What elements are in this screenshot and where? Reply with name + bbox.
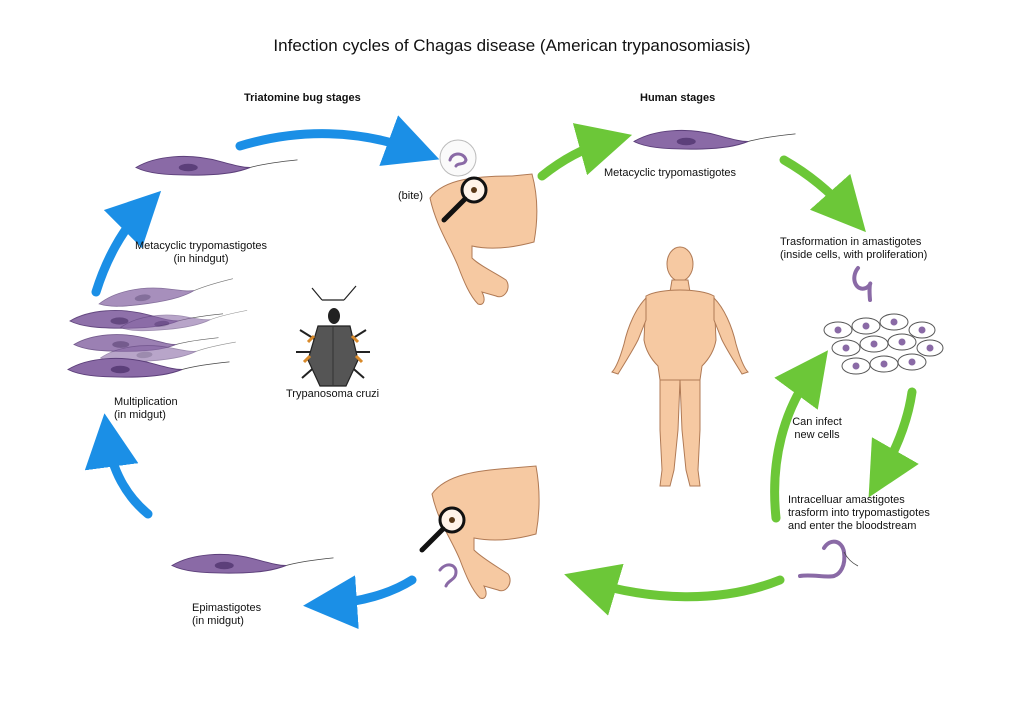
arrow-bite-to-human: [537, 123, 633, 181]
epimastigote: [171, 553, 334, 574]
arrow-bite-to-bug: [235, 115, 440, 166]
metacyclic-trypomastigote-human: [633, 129, 796, 150]
arrow-to-epimastigotes: [303, 575, 417, 630]
arrow-up-to-hindgut: [91, 190, 162, 297]
bite-parasite-bottom: [438, 563, 458, 588]
bloodstream-trypomastigote: [798, 539, 847, 579]
arrow-to-transformation: [779, 155, 866, 233]
amastigote-single: [852, 266, 873, 302]
section-heading-bug: Triatomine bug stages: [244, 92, 361, 104]
label-metacyclic-hindgut: Metacyclic trypomastigotes (in hindgut): [134, 240, 268, 265]
label-epimastigotes: Epimastigotes (in midgut): [192, 602, 262, 627]
triatomine-bug-icon: [296, 285, 370, 387]
section-heading-human: Human stages: [640, 92, 716, 104]
arm-bite-bottom: [431, 465, 540, 599]
label-transformation: Trasformation in amastigotes (inside cel…: [780, 236, 928, 261]
inset-parasite-circle: [439, 139, 477, 177]
label-metacyclic-human: Metacyclic trypomastigotes: [604, 167, 737, 179]
label-multiplication: Multiplication (in midgut): [114, 396, 178, 421]
magnifier-bottom: [419, 506, 466, 553]
diagram-title: Infection cycles of Chagas disease (Amer…: [273, 36, 751, 55]
amastigotes-in-cells: [834, 318, 934, 370]
label-intracellular: Intracelluar amastigotes trasform into t…: [788, 494, 930, 532]
metacyclic-trypomastigote-hindgut: [135, 155, 298, 176]
label-can-infect: Can infect new cells: [792, 416, 842, 441]
arrow-up-to-multiplication: [84, 413, 153, 519]
arrow-bloodstream-to-bite: [564, 563, 785, 616]
human-figure: [611, 246, 749, 487]
arrow-can-infect: [770, 350, 829, 523]
label-trypanosoma-cruzi: Trypanosoma cruzi: [286, 388, 380, 400]
arrow-to-intracellular: [868, 387, 919, 498]
label-bite: (bite): [398, 190, 424, 202]
magnifier-top: [441, 176, 488, 223]
